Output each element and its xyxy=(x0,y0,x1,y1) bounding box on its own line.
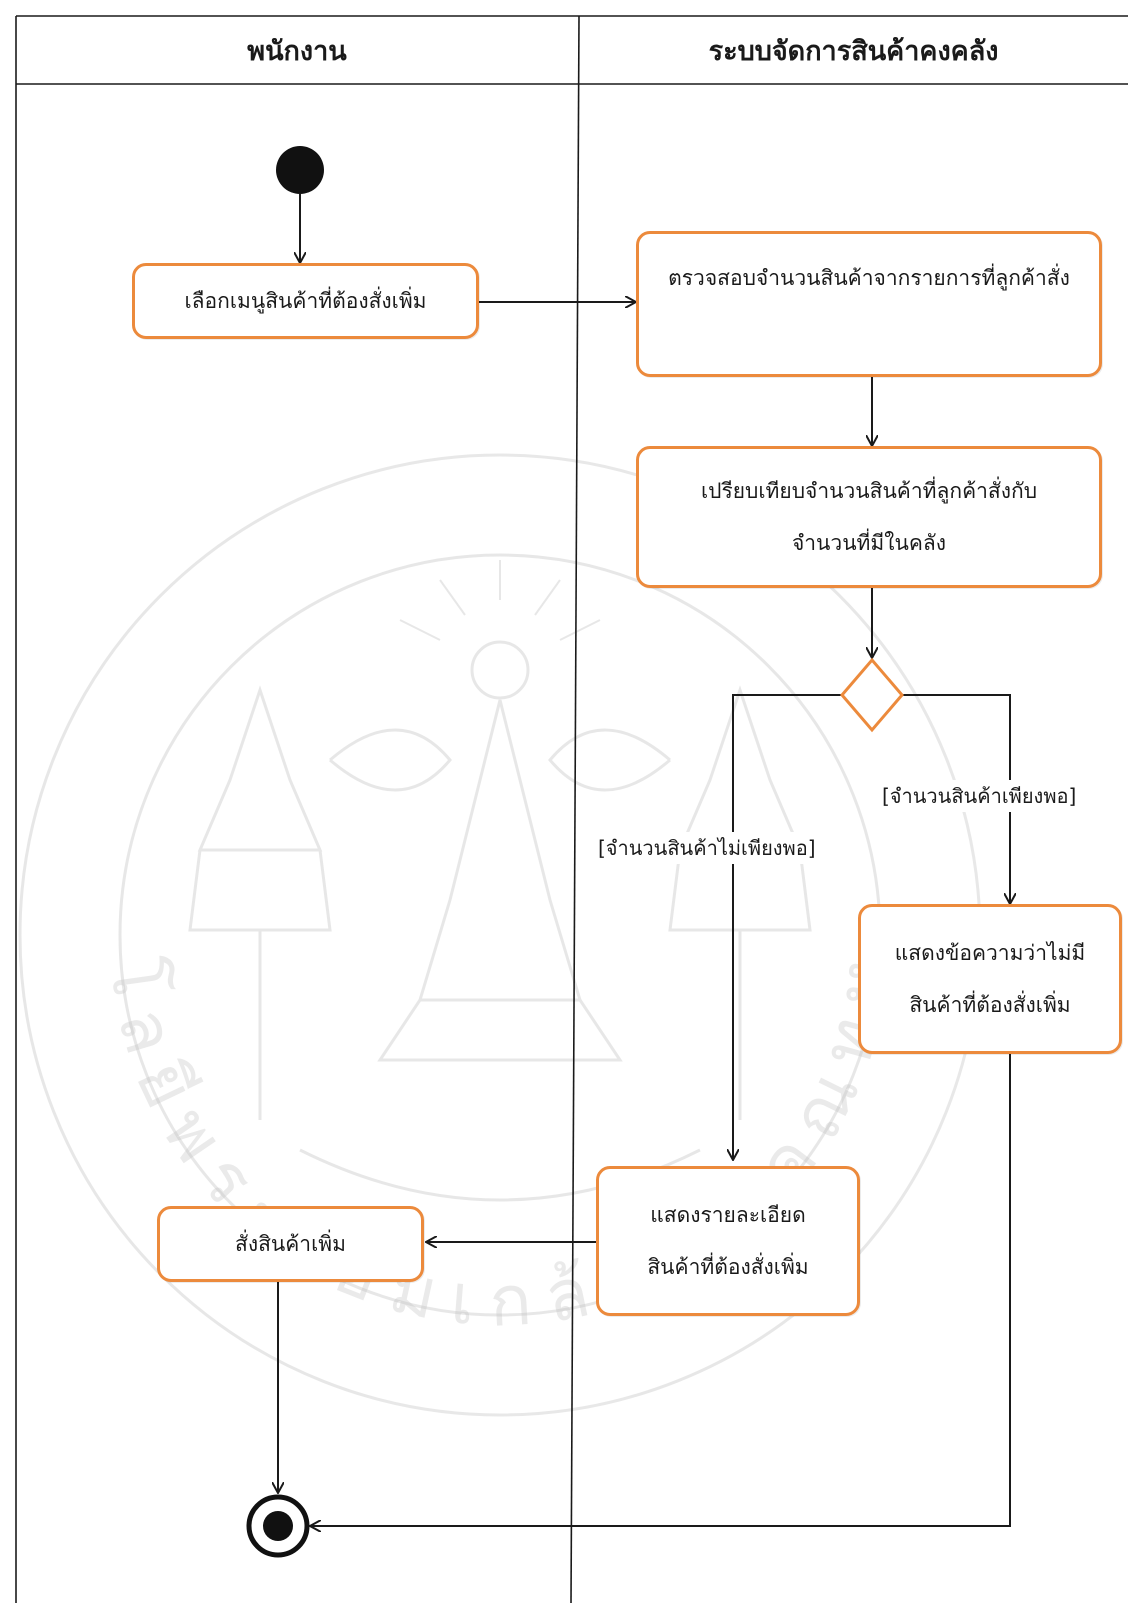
activity-show-details: แสดงรายละเอียด สินค้าที่ต้องสั่งเพิ่ม xyxy=(596,1166,860,1316)
activity-select-menu: เลือกเมนูสินค้าที่ต้องสั่งเพิ่ม xyxy=(132,263,479,339)
activity-show-no-items: แสดงข้อความว่าไม่มี สินค้าที่ต้องสั่งเพิ… xyxy=(858,904,1122,1054)
activity-compare-line2: จำนวนที่มีในคลัง xyxy=(791,531,947,555)
activity-compare-quantity: เปรียบเทียบจำนวนสินค้าที่ลูกค้าสั่งกับ จ… xyxy=(636,446,1102,588)
activity-check-quantity: ตรวจสอบจำนวนสินค้าจากรายการที่ลูกค้าสั่ง xyxy=(636,231,1102,377)
swimlane-header-employee: พนักงาน xyxy=(247,35,347,67)
edge-decision-to-details xyxy=(733,694,842,1160)
activity-order-more: สั่งสินค้าเพิ่ม xyxy=(157,1206,424,1282)
activity-show-details-line1: แสดงรายละเอียด xyxy=(650,1203,806,1227)
flow-edges xyxy=(278,194,1010,1526)
decision-node xyxy=(840,657,904,733)
initial-node xyxy=(276,146,324,194)
activity-show-details-line2: สินค้าที่ต้องสั่งเพิ่ม xyxy=(647,1255,809,1279)
activity-show-no-items-line1: แสดงข้อความว่าไม่มี xyxy=(894,941,1086,965)
activity-show-no-items-line2: สินค้าที่ต้องสั่งเพิ่ม xyxy=(909,993,1071,1017)
activity-check-quantity-label: ตรวจสอบจำนวนสินค้าจากรายการที่ลูกค้าสั่ง xyxy=(668,266,1070,290)
activity-compare-line1: เปรียบเทียบจำนวนสินค้าที่ลูกค้าสั่งกับ xyxy=(700,479,1038,503)
edge-none-to-end xyxy=(310,1053,1011,1526)
activity-select-menu-label: เลือกเมนูสินค้าที่ต้องสั่งเพิ่ม xyxy=(184,289,427,313)
guard-insufficient-stock: [จำนวนสินค้าไม่เพียงพอ] xyxy=(596,832,818,864)
edge-decision-to-none xyxy=(902,694,1010,904)
final-node xyxy=(246,1494,310,1558)
swimlane-header-inventory-system: ระบบจัดการสินค้าคงคลัง xyxy=(708,35,999,67)
guard-sufficient-stock: [จำนวนสินค้าเพียงพอ] xyxy=(880,780,1079,812)
swimlane-frame xyxy=(15,15,1128,1603)
activity-order-more-label: สั่งสินค้าเพิ่ม xyxy=(235,1232,346,1256)
